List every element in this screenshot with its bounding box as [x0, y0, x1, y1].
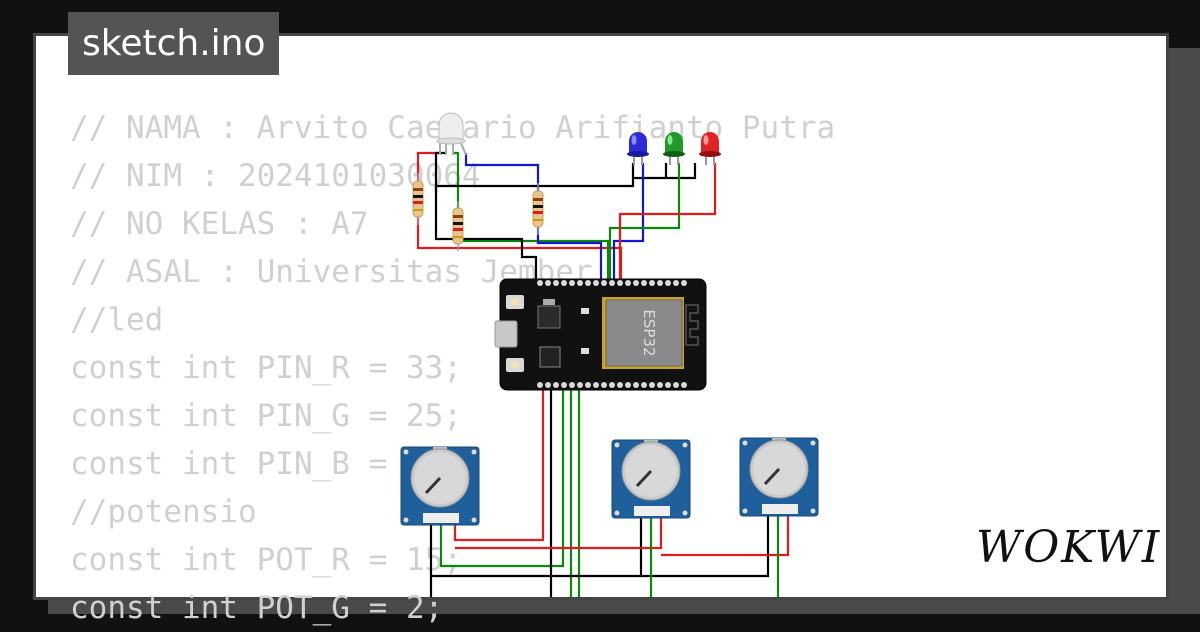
code-line: const int PIN_G = 25; — [70, 398, 462, 434]
resistor[interactable] — [452, 201, 464, 251]
code-line: // NIM : 2024101030064 — [70, 158, 481, 194]
potentiometer[interactable] — [611, 439, 691, 519]
wire-blue — [612, 163, 645, 283]
code-line: const int POT_R = 15; — [70, 542, 462, 578]
code-line: //potensio — [70, 494, 257, 530]
wire-black — [434, 163, 635, 193]
wire-green — [439, 385, 565, 568]
code-line: // NO KELAS : A7 — [70, 206, 369, 242]
resistor[interactable] — [412, 173, 424, 225]
chip-label: ESP32 — [640, 309, 658, 356]
wire-blue — [536, 233, 603, 283]
wire-red — [455, 511, 663, 550]
code-line: // NAMA : Arvito Caesario Arifianto Putr… — [70, 110, 836, 146]
potentiometer[interactable] — [739, 437, 819, 517]
wire-red — [618, 163, 717, 283]
code-line: const int PIN_R = 33; — [70, 350, 462, 386]
wire-red — [661, 511, 790, 557]
potentiometer[interactable] — [400, 446, 480, 526]
wire-green — [608, 163, 681, 283]
wire-black — [434, 151, 538, 283]
green-led[interactable] — [663, 132, 685, 165]
code-line: //led — [70, 302, 164, 338]
code-listing: // NAMA : Arvito Caesario Arifianto Putr… — [70, 104, 835, 632]
wire-black — [633, 163, 697, 180]
esp32-board[interactable]: ESP32 — [494, 278, 707, 391]
wire-black — [429, 511, 643, 578]
wire-green — [453, 151, 610, 283]
circuit-diagram: ESP32 — [400, 112, 819, 597]
header-pins-top — [537, 280, 687, 286]
header-pins-bottom — [537, 382, 687, 388]
rgb-led[interactable] — [436, 112, 467, 156]
wire-blue — [464, 153, 540, 233]
wire-black — [641, 511, 770, 578]
blue-led[interactable] — [627, 132, 649, 165]
red-led[interactable] — [699, 132, 721, 165]
wire-red — [453, 385, 545, 542]
wire-red — [416, 151, 623, 283]
code-line: const int POT_G = 2; — [70, 590, 444, 626]
resistor[interactable] — [532, 183, 544, 235]
sketch-title-tab[interactable]: sketch.ino — [68, 12, 280, 75]
wokwi-logo[interactable]: WOKWI — [976, 522, 1162, 573]
preview-card: // NAMA : Arvito Caesario Arifianto Putr… — [33, 33, 1169, 626]
